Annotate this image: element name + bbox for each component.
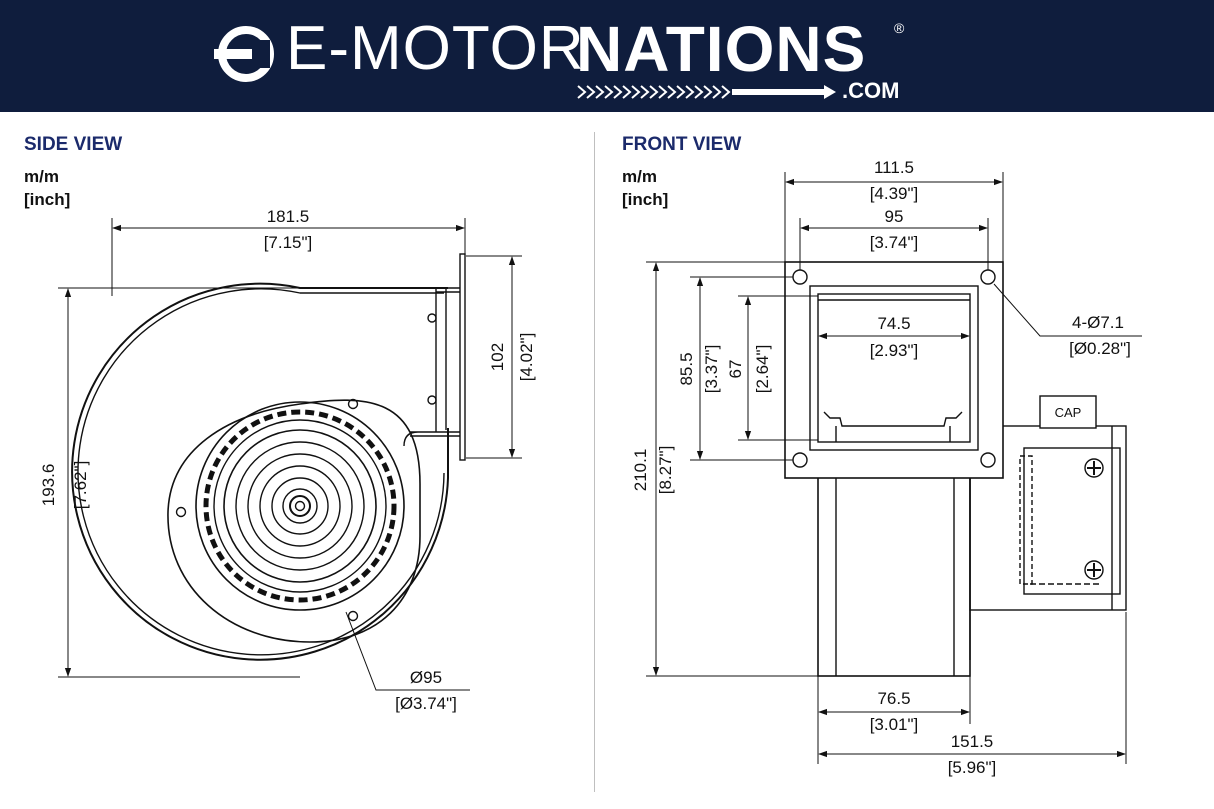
dim-hole-spacing-in: [3.74"]: [870, 233, 919, 252]
dim-total-width-mm: 151.5: [951, 732, 994, 751]
dim-total-width-in: [5.96"]: [948, 758, 997, 777]
view-divider: [594, 132, 595, 792]
dim-outlet-in: [4.02"]: [517, 333, 536, 382]
dim-flange-width-in: [4.39"]: [870, 184, 919, 203]
front-view-units-mm: m/m: [622, 167, 657, 186]
front-view-dimension-lines: [646, 172, 1142, 764]
dim-opening-height-mm: 67: [726, 360, 745, 379]
dim-total-height-mm: 210.1: [631, 449, 650, 492]
side-view-dimension-text: 181.5 [7.15"] 193.6 [7.62"] 102 [4.02"] …: [39, 207, 536, 713]
front-view-title: FRONT VIEW: [622, 134, 742, 155]
dim-width-in: [7.15"]: [264, 233, 313, 252]
front-view-units-inch: [inch]: [622, 190, 669, 209]
chevron-stripe-icon: [577, 85, 836, 99]
dim-flange-height-in: [3.37"]: [702, 345, 721, 394]
dim-body-width-in: [3.01"]: [870, 715, 919, 734]
dim-holes-mm: 4-Ø7.1: [1072, 313, 1124, 332]
dim-holes-in: [Ø0.28"]: [1069, 339, 1131, 358]
brand-name-light: E-MOTOR: [286, 14, 585, 83]
dim-opening-height-in: [2.64"]: [753, 345, 772, 394]
brand-name-bold: NATIONS: [576, 13, 867, 85]
dim-opening-width-mm: 74.5: [877, 314, 910, 333]
front-view-drawing: [784, 261, 1127, 677]
dim-flange-height-mm: 85.5: [677, 352, 696, 385]
dim-width-mm: 181.5: [267, 207, 310, 226]
dim-total-height-in: [8.27"]: [656, 446, 675, 495]
side-view-units-mm: m/m: [24, 167, 59, 186]
dim-opening-width-in: [2.93"]: [870, 341, 919, 360]
side-view-title: SIDE VIEW: [24, 134, 123, 155]
dim-flange-width-mm: 111.5: [874, 158, 914, 177]
dim-body-width-mm: 76.5: [877, 689, 910, 708]
registered-mark: ®: [894, 20, 905, 36]
capacitor-label: CAP: [1055, 405, 1082, 420]
side-view-units-inch: [inch]: [24, 190, 71, 209]
dim-diameter-mm: Ø95: [410, 668, 442, 687]
brand-domain: .COM: [842, 78, 900, 103]
dim-outlet-mm: 102: [488, 343, 507, 371]
side-view-dimension-lines: [58, 218, 522, 691]
front-view-dimension-text: 111.5 [4.39"] 95 [3.74"] 74.5 [2.93"] 4-…: [631, 158, 1131, 777]
side-view-drawing: [71, 253, 466, 661]
brand-header: E-MOTOR NATIONS ® .COM: [0, 0, 1214, 112]
dim-hole-spacing-mm: 95: [885, 207, 904, 226]
plug-logo-icon: [214, 26, 274, 82]
dim-height-in: [7.62"]: [71, 461, 90, 510]
dim-diameter-in: [Ø3.74"]: [395, 694, 457, 713]
dim-height-mm: 193.6: [39, 464, 58, 507]
